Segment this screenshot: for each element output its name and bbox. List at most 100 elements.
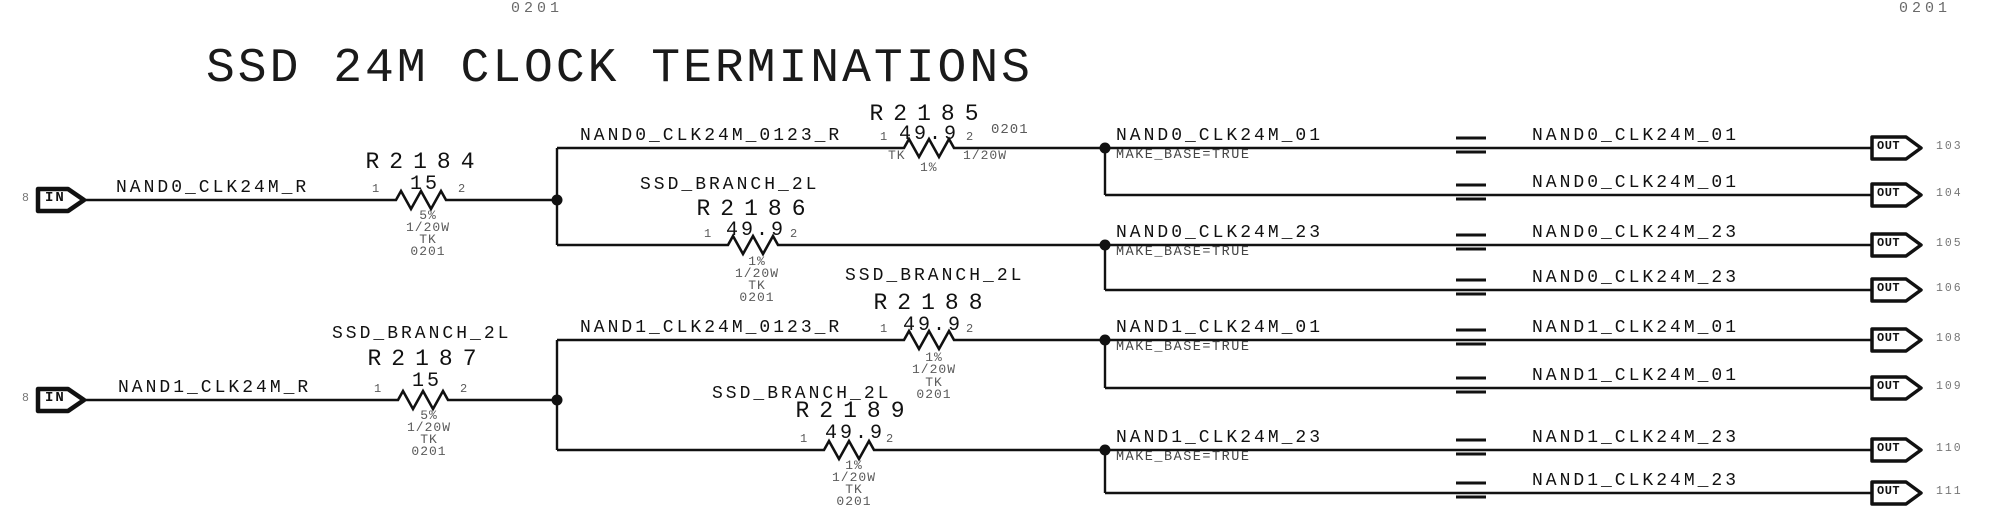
net-label[interactable]: NAND1_CLK24M_R [118, 378, 312, 398]
out-port-pin: 108 [1936, 332, 1963, 345]
branch-class-label: SSD_BRANCH_2L [845, 266, 1025, 286]
junction-dot [551, 194, 563, 206]
out-port-symbol[interactable] [1870, 277, 1923, 303]
branch-class-label: SSD_BRANCH_2L [332, 324, 512, 344]
out-port-pin: 110 [1936, 442, 1963, 455]
out-port-symbol[interactable] [1870, 480, 1923, 506]
resistor-tolerance: 1% [748, 254, 766, 269]
resistor-body-R2187[interactable] [392, 388, 454, 412]
resistor-tolerance: 1% [845, 458, 863, 473]
net-label[interactable]: NAND0_CLK24M_01 [1532, 173, 1740, 193]
out-port-label: OUT [1877, 441, 1901, 455]
net-attribute: MAKE_BASE=TRUE [1116, 148, 1251, 163]
resistor-tc: TK [925, 375, 943, 390]
resistor-value[interactable]: 49.9 [898, 123, 960, 146]
resistor-refdes[interactable]: R2186 [696, 196, 816, 222]
resistor-refdes[interactable]: R2188 [873, 290, 993, 316]
in-port-pin: 8 [22, 392, 31, 405]
net-tie-icon[interactable] [1456, 233, 1486, 251]
branch-class-label: SSD_BRANCH_2L [640, 175, 820, 195]
out-port-symbol[interactable] [1870, 327, 1923, 353]
net-label[interactable]: NAND1_CLK24M_23 [1532, 471, 1740, 491]
net-label[interactable]: NAND0_CLK24M_R [116, 178, 310, 198]
resistor-body-R2184[interactable] [390, 188, 452, 212]
resistor-package: 0201 [916, 387, 952, 402]
net-tie-icon[interactable] [1456, 376, 1486, 394]
out-port-symbol[interactable] [1870, 232, 1923, 258]
resistor-package: 0201 [991, 122, 1029, 138]
resistor-power: 1/20W [963, 148, 1008, 163]
in-port-symbol[interactable] [35, 186, 87, 214]
resistor-tolerance: 5% [420, 408, 438, 423]
resistor-body-R2188[interactable] [898, 328, 960, 352]
resistor-value[interactable]: 49.9 [902, 314, 964, 337]
resistor-pin1: 1 [372, 182, 380, 196]
out-port-label: OUT [1877, 379, 1901, 393]
junction-dot [1099, 142, 1111, 154]
net-label[interactable]: NAND0_CLK24M_0123_R [580, 126, 843, 146]
resistor-pin1: 1 [800, 432, 808, 446]
resistor-refdes[interactable]: R2189 [795, 398, 915, 424]
resistor-pin1: 1 [880, 322, 888, 336]
resistor-value[interactable]: 49.9 [824, 422, 886, 445]
out-port-label: OUT [1877, 236, 1901, 250]
branch-class-label: SSD_BRANCH_2L [712, 384, 892, 404]
resistor-body-R2185[interactable] [898, 136, 960, 160]
out-port-symbol[interactable] [1870, 182, 1923, 208]
net-tie-icon[interactable] [1456, 183, 1486, 201]
net-label[interactable]: NAND1_CLK24M_0123_R [580, 318, 843, 338]
resistor-pin2: 2 [460, 382, 468, 396]
resistor-value[interactable]: 15 [409, 173, 441, 196]
net-label[interactable]: NAND0_CLK24M_01 [1532, 126, 1740, 146]
out-port-symbol[interactable] [1870, 135, 1923, 161]
resistor-pin2: 2 [966, 322, 974, 336]
out-port-label: OUT [1877, 186, 1901, 200]
resistor-body-R2186[interactable] [722, 233, 784, 257]
resistor-refdes[interactable]: R2184 [365, 149, 485, 175]
net-tie-icon[interactable] [1456, 481, 1486, 499]
resistor-refdes[interactable]: R2185 [869, 101, 989, 127]
in-port-label: IN [45, 390, 66, 406]
offpage-tc-fragment: TK [528, 0, 554, 3]
resistor-tolerance: 1% [920, 160, 938, 175]
resistor-power: 1/20W [831, 470, 877, 485]
resistor-tc: TK [748, 278, 766, 293]
net-tie-icon[interactable] [1456, 328, 1486, 346]
net-label[interactable]: NAND1_CLK24M_23 [1532, 428, 1740, 448]
out-port-pin: 105 [1936, 237, 1963, 250]
resistor-refdes[interactable]: R2187 [367, 346, 487, 372]
resistor-body-R2189[interactable] [818, 438, 880, 462]
resistor-value[interactable]: 49.9 [725, 219, 787, 242]
in-port-pin: 8 [22, 192, 31, 205]
out-port-symbol[interactable] [1870, 375, 1923, 401]
resistor-power: 1/20W [734, 266, 780, 281]
resistor-power: 1/20W [405, 220, 451, 235]
net-tie-icon[interactable] [1456, 136, 1486, 154]
resistor-power: 1/20W [911, 362, 957, 377]
resistor-value[interactable]: 15 [411, 370, 443, 393]
junction-dot [551, 394, 563, 406]
net-label[interactable]: NAND1_CLK24M_01 [1532, 318, 1740, 338]
out-port-pin: 111 [1936, 485, 1963, 498]
out-port-label: OUT [1877, 139, 1901, 153]
net-label[interactable]: NAND0_CLK24M_23 [1532, 268, 1740, 288]
net-label[interactable]: NAND1_CLK24M_01 [1116, 318, 1324, 338]
net-label[interactable]: NAND1_CLK24M_01 [1532, 366, 1740, 386]
out-port-label: OUT [1877, 281, 1901, 295]
net-tie-icon[interactable] [1456, 278, 1486, 296]
net-attribute: MAKE_BASE=TRUE [1116, 340, 1251, 355]
resistor-pin2: 2 [966, 130, 974, 144]
net-tie-icon[interactable] [1456, 438, 1486, 456]
out-port-pin: 103 [1936, 140, 1963, 153]
out-port-symbol[interactable] [1870, 437, 1923, 463]
junction-dot [1099, 444, 1111, 456]
net-label[interactable]: NAND0_CLK24M_23 [1116, 223, 1324, 243]
net-label[interactable]: NAND0_CLK24M_01 [1116, 126, 1324, 146]
resistor-pin1: 1 [374, 382, 382, 396]
offpage-package-fragment: 0201 [1899, 0, 1952, 17]
in-port-symbol[interactable] [35, 386, 87, 414]
net-label[interactable]: NAND0_CLK24M_23 [1532, 223, 1740, 243]
net-label[interactable]: NAND1_CLK24M_23 [1116, 428, 1324, 448]
